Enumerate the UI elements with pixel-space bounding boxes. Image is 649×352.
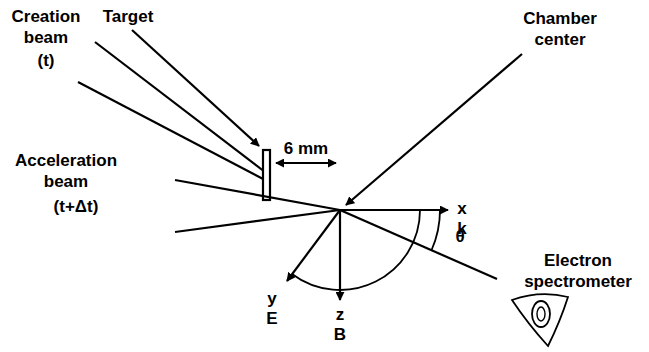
chamber-center-pointer — [346, 54, 522, 205]
dimension-arrow — [276, 162, 336, 164]
vector-label: E — [262, 308, 282, 329]
time-label: (t) — [26, 50, 66, 71]
theta-arc — [432, 210, 440, 250]
angle-arc — [292, 210, 420, 290]
spectrometer-aperture — [532, 301, 550, 327]
axis-label: z — [330, 304, 350, 325]
target-plate — [263, 150, 270, 200]
z-axis — [339, 210, 341, 300]
acceleration-beam-edge — [175, 210, 340, 232]
spectrometer-aperture-inner — [537, 307, 545, 321]
dimension-label: 6 mm — [276, 138, 336, 159]
vector-label: B — [330, 324, 350, 345]
spectrometer-body — [512, 294, 568, 346]
beam-label: Acceleration beam — [4, 150, 128, 192]
axis-label: x — [452, 198, 472, 219]
angle-label: θ — [450, 226, 470, 247]
axis-label: y — [262, 288, 282, 309]
target-label: Target — [93, 6, 163, 27]
time-label: (t+Δt) — [41, 196, 111, 217]
beam-label: Creation beam — [3, 6, 89, 48]
acceleration-beam-edge — [175, 180, 340, 210]
target-pointer — [132, 30, 259, 146]
creation-beam-edge — [95, 42, 265, 172]
pointer-label: Chamber center — [510, 8, 610, 50]
y-axis — [287, 210, 340, 281]
instrument-label: Electron spectrometer — [513, 250, 643, 292]
x-axis — [340, 209, 448, 211]
